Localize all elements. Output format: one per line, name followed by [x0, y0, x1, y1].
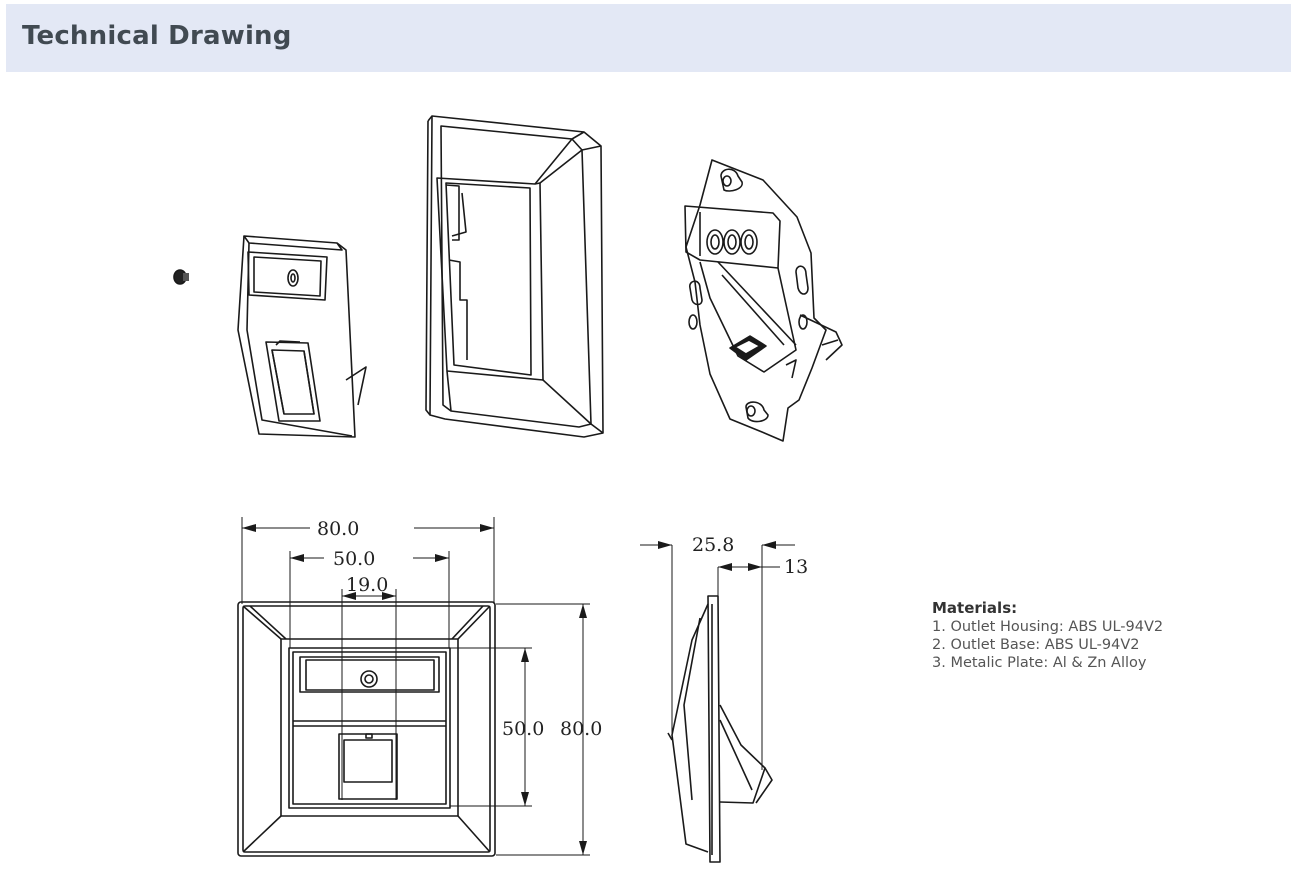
front-port-width-label: 19.0	[346, 574, 388, 596]
screw	[173, 269, 189, 285]
faceplate-frame	[425, 115, 604, 438]
front-overall-height-label: 80.0	[560, 718, 602, 740]
materials-item: 1. Outlet Housing: ABS UL-94V2	[932, 619, 1164, 635]
materials-panel: Materials: 1. Outlet Housing: ABS UL-94V…	[932, 599, 1163, 672]
front-overall-width-label: 80.0	[317, 518, 359, 540]
materials-item: 3. Metalic Plate: Al & Zn Alloy	[932, 655, 1147, 671]
side-depth-label: 25.8	[692, 534, 734, 556]
materials-title: Materials:	[932, 599, 1018, 617]
front-view	[237, 517, 590, 857]
side-offset-label: 13	[784, 556, 808, 578]
header-bar: Technical Drawing	[6, 4, 1291, 72]
page-title: Technical Drawing	[22, 21, 292, 51]
materials-item: 2. Outlet Base: ABS UL-94V2	[932, 637, 1140, 653]
materials-list: 1. Outlet Housing: ABS UL-94V2 2. Outlet…	[932, 618, 1163, 672]
front-opening-width-label: 50.0	[333, 548, 375, 570]
outlet-base	[684, 159, 843, 442]
front-opening-height-label: 50.0	[502, 718, 544, 740]
side-view	[640, 541, 795, 863]
outlet-housing	[237, 235, 367, 438]
